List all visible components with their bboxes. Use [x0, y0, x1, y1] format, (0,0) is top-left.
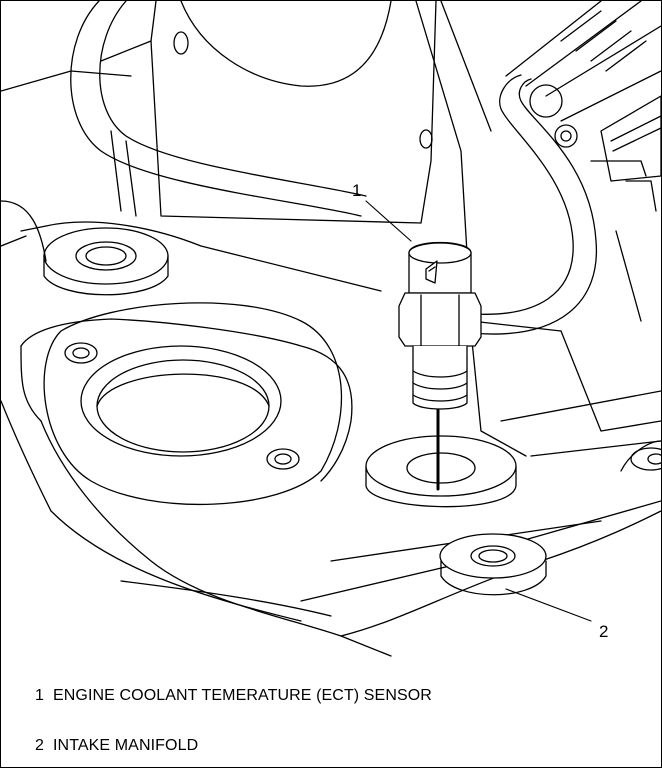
legend-item-label: INTAKE MANIFOLD: [53, 737, 199, 754]
callout-number-2: 2: [599, 622, 608, 641]
engine-illustration: 1 2: [1, 1, 661, 657]
mounting-bracket: [100, 1, 562, 332]
legend-item-label: ENGINE COOLANT TEMERATURE (ECT) SENSOR: [53, 687, 432, 704]
threaded-boss-upper: [43, 227, 169, 296]
coolant-tube: [70, 1, 598, 335]
right-boss: [620, 440, 661, 472]
legend-item-number: 1: [35, 687, 44, 704]
leader-lines: [365, 200, 592, 622]
ect-sensor: [398, 241, 482, 491]
fuel-rail: [505, 1, 661, 212]
sensor-bore: [365, 435, 517, 508]
callout-number-1: 1: [352, 181, 361, 200]
legend-item-number: 2: [35, 737, 44, 754]
flange-opening: [43, 302, 343, 506]
intake-manifold: [1, 70, 661, 657]
legend-item-2: 2 INTAKE MANIFOLD: [35, 737, 198, 755]
legend-item-1: 1 ENGINE COOLANT TEMERATURE (ECT) SENSOR: [35, 687, 432, 705]
threaded-boss-lower: [439, 533, 547, 596]
